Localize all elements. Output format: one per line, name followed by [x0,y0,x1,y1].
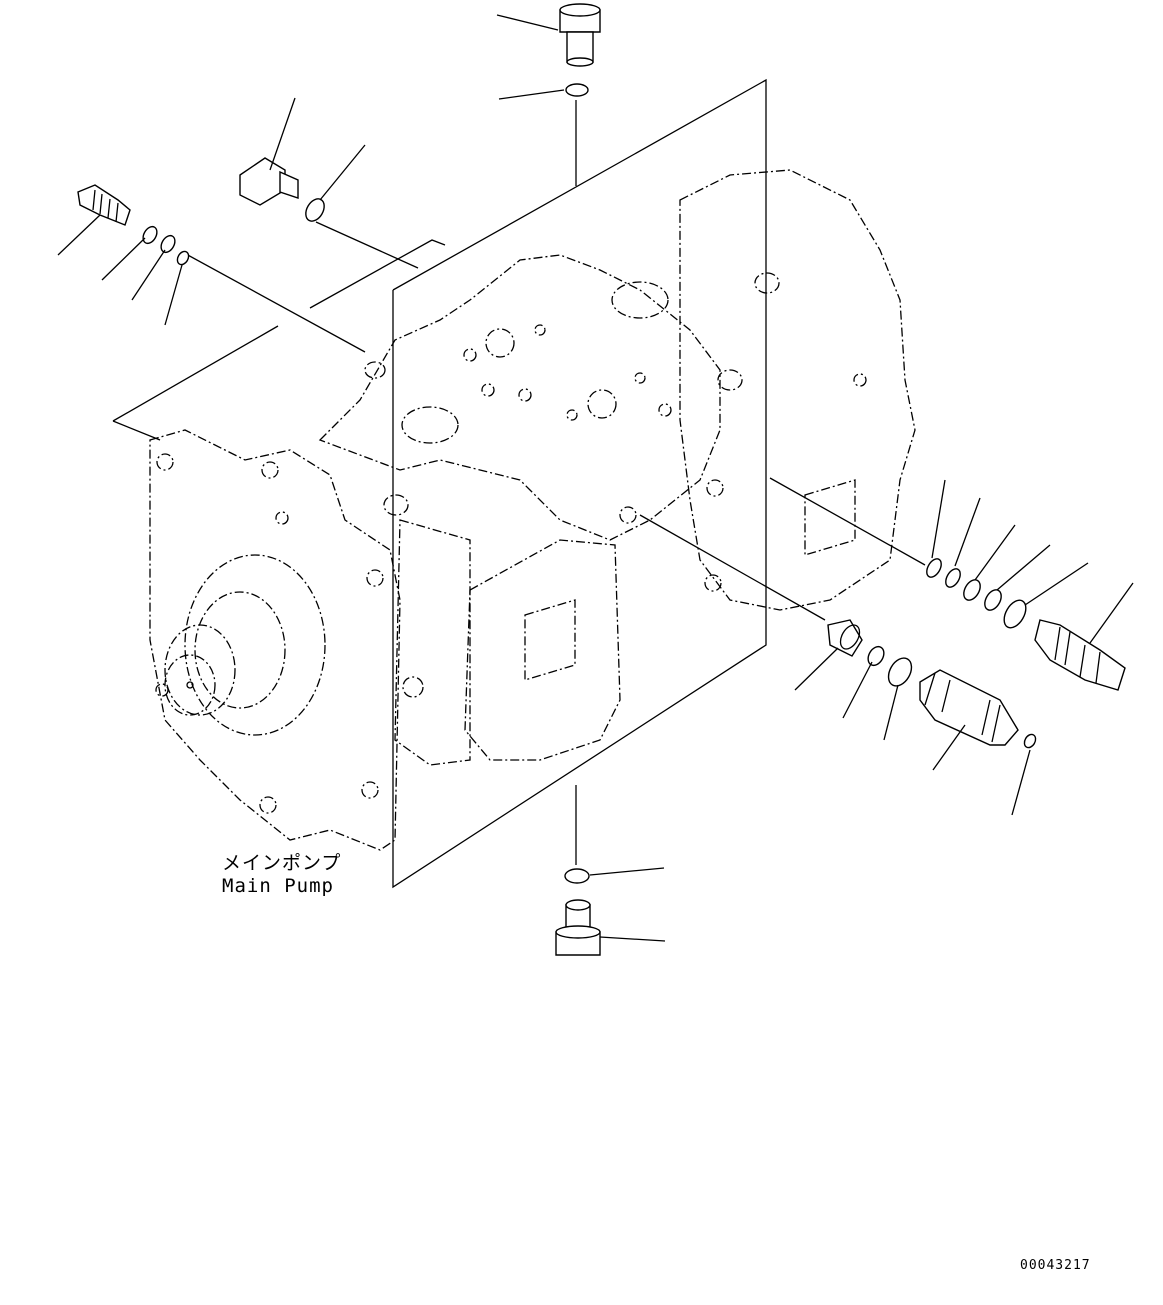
left-o-ring-1-icon [142,225,158,245]
spool-washer-icon [867,645,885,667]
right-o-ring-1-icon [926,558,942,578]
right-valve-icon [1034,619,1126,691]
right-o-ring-3-icon [963,579,981,601]
main-pump-body [149,169,916,851]
right-o-ring-4-icon [1003,599,1027,629]
spool-o-ring-icon [887,657,913,687]
drawing-number: 00043217 [1020,1258,1091,1273]
spool-end-o-ring-icon [1023,733,1037,749]
bottom-bolt-icon [555,899,601,956]
leader-lines [57,14,1134,942]
right-washer-icon [984,589,1002,611]
plug-o-ring-icon [305,198,325,222]
plug-icon [239,157,299,206]
spool-icon [919,669,1019,746]
left-o-ring-2-icon [176,250,190,266]
main-pump-label-jp: メインポンプ [222,852,342,874]
left-valve-icon [77,184,131,226]
top-o-ring-icon [565,83,589,97]
bottom-o-ring-icon [564,868,590,884]
left-washer-icon [160,234,176,254]
frame-lines [112,78,926,889]
right-o-ring-2-icon [945,568,961,588]
sleeve-icon [827,619,863,657]
top-bolt-icon [559,3,601,67]
main-pump-label-en: Main Pump [222,875,334,897]
